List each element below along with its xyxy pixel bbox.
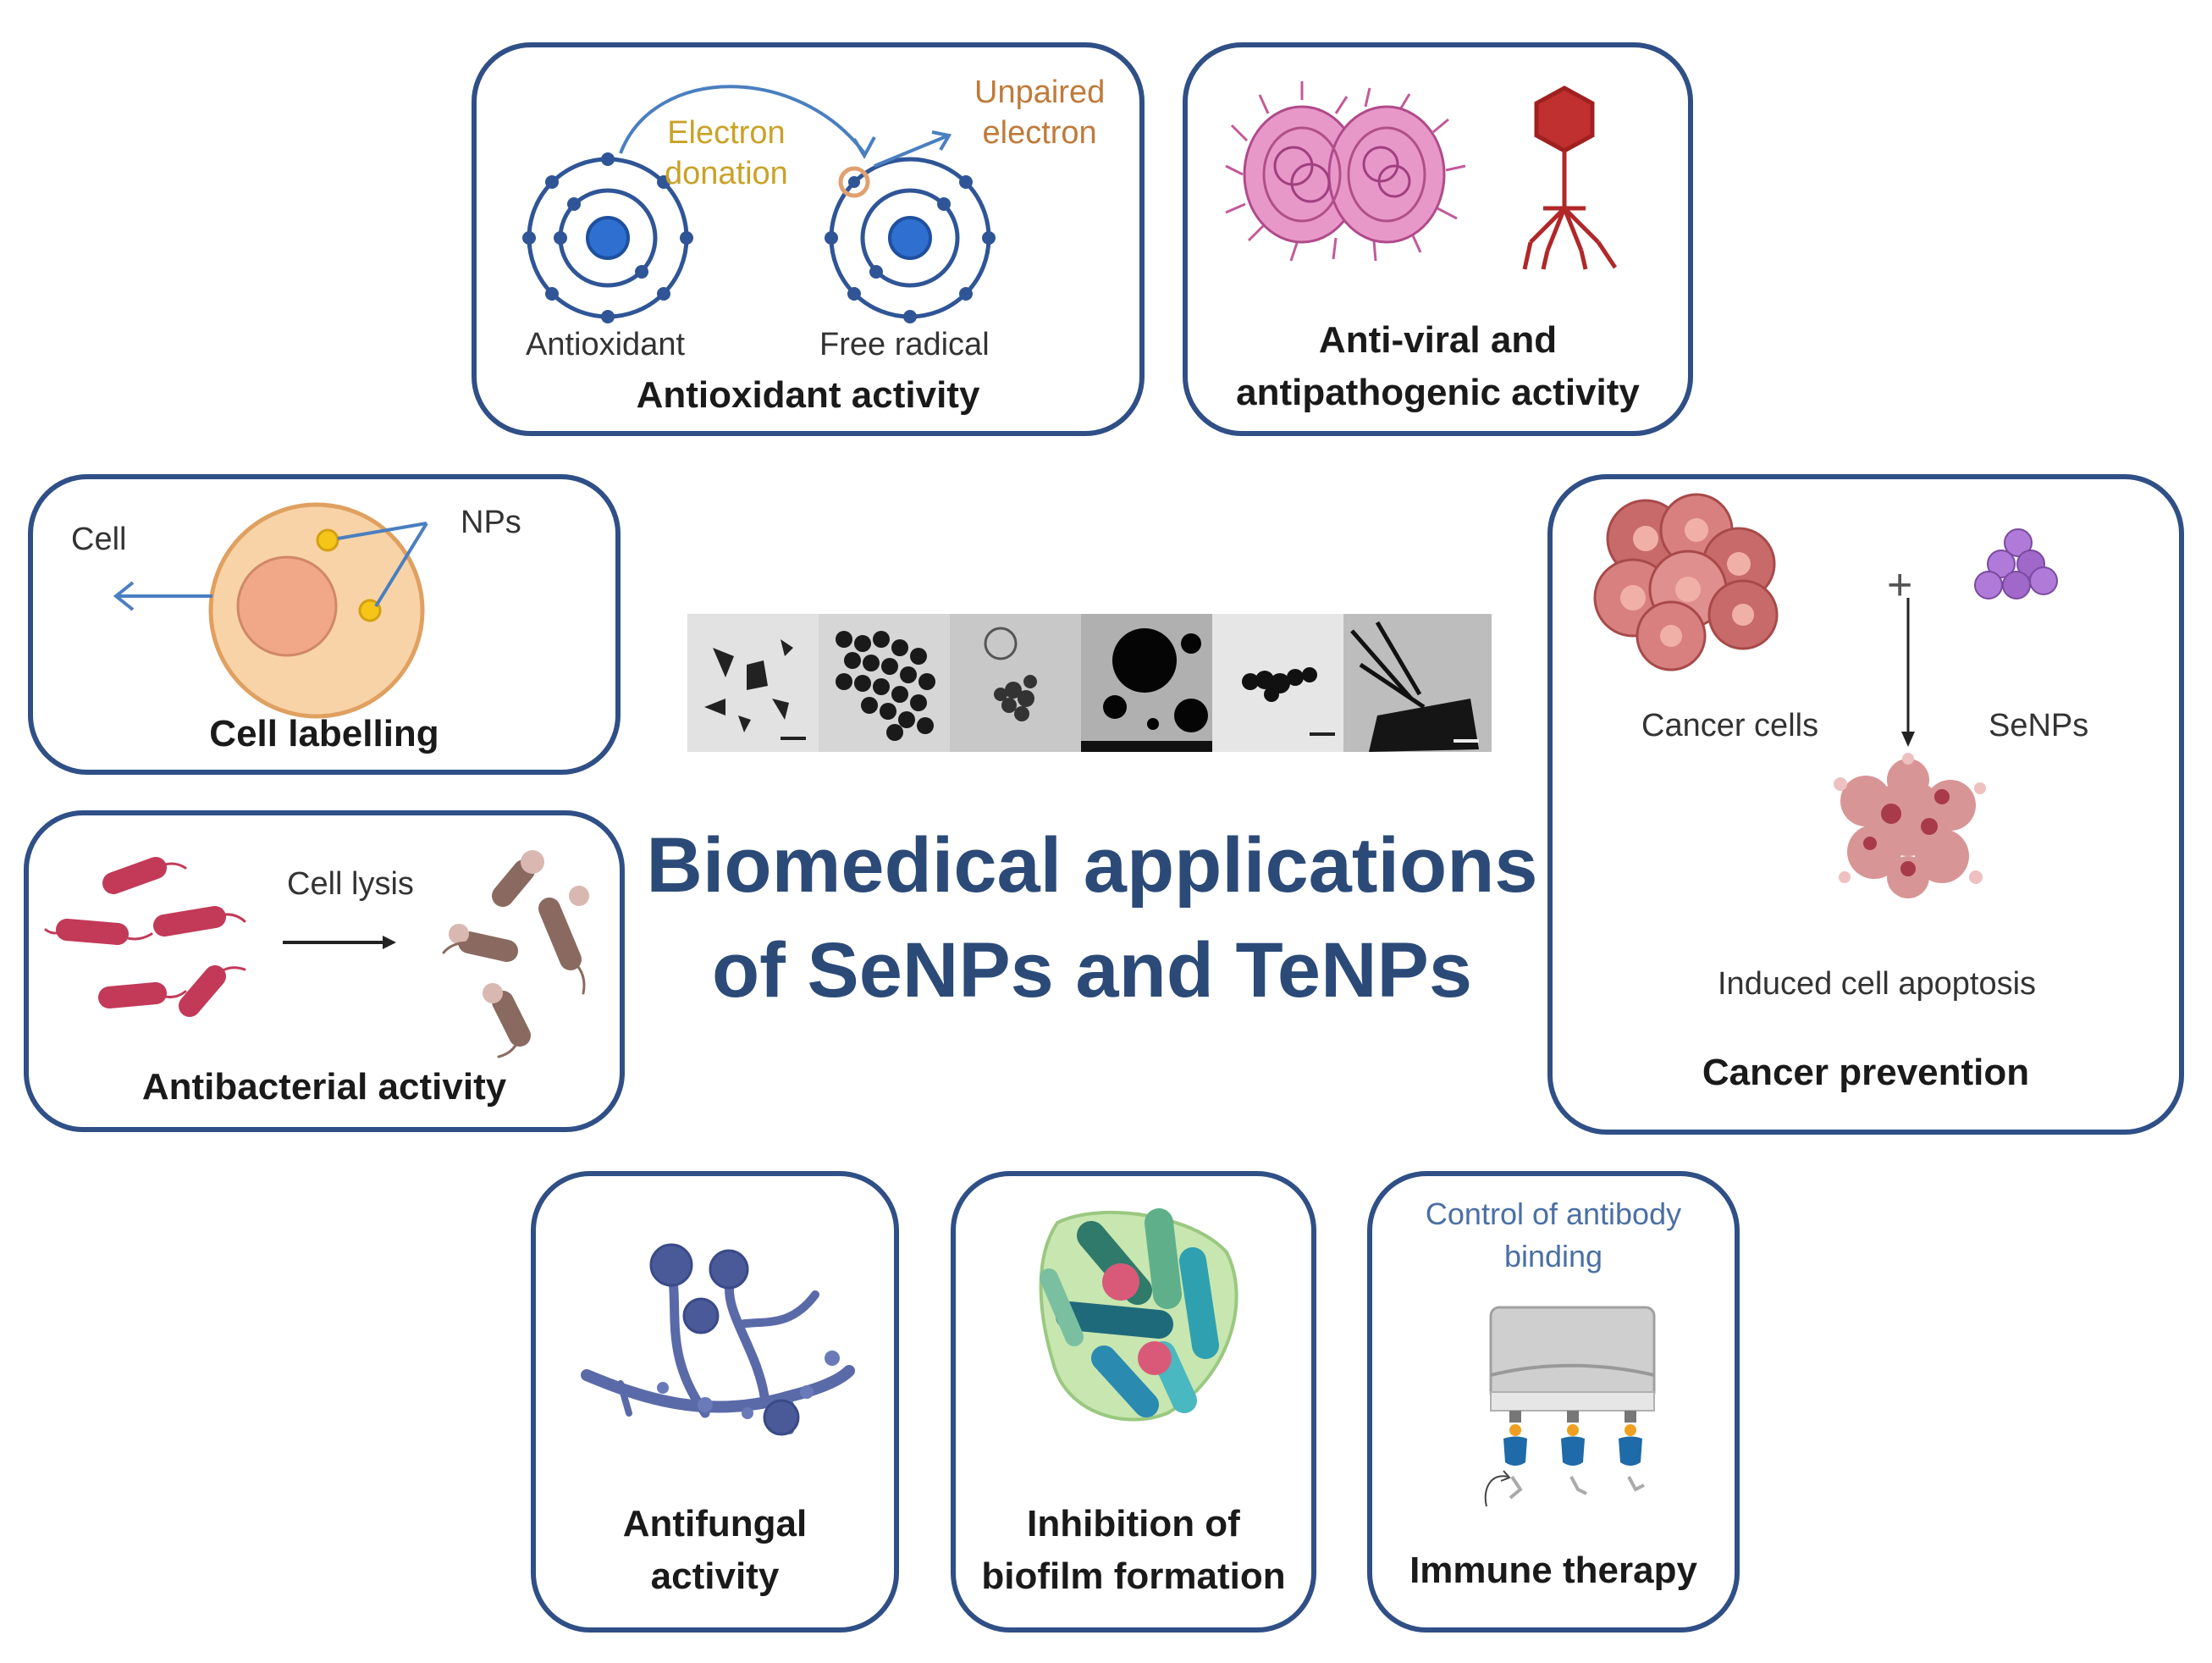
- cancer-prevention-panel: Cancer cells + SeNPs Induced cell apopto…: [1547, 474, 2184, 1135]
- antioxidant-panel: Electron donation Unpaired electron Anti…: [472, 42, 1145, 436]
- tem-image-6: [1343, 614, 1492, 752]
- senps-label: SeNPs: [1989, 708, 2089, 743]
- antiviral-panel: Anti-viral and antipathogenic activity: [1183, 42, 1693, 436]
- cell-label: Cell: [71, 522, 127, 557]
- antiviral-title: Anti-viral and antipathogenic activity: [1236, 319, 1640, 413]
- cell-labelling-panel: Cell NPs Cell labelling: [28, 474, 621, 775]
- lysed-bacteria-icon: [442, 850, 589, 1058]
- surface-icon: [1489, 1306, 1656, 1412]
- main-title: Biomedical applications of SeNPs and TeN…: [646, 822, 1538, 1014]
- electron-donation-label: Electron donation: [665, 115, 788, 191]
- tem-image-5: [1212, 614, 1343, 752]
- biofilm-panel: Inhibition of biofilm formation: [951, 1171, 1316, 1633]
- nanoparticle-icon: [316, 528, 339, 552]
- cell-labelling-illustration: [113, 502, 428, 719]
- nps-pointer-line: [374, 522, 428, 608]
- antifungal-panel: Antifungal activity: [531, 1171, 899, 1633]
- cancer-cells-icon: [1593, 493, 1779, 671]
- tem-image-2: [819, 614, 950, 752]
- free-radical-label: Free radical: [819, 327, 990, 362]
- apoptosis-cells-icon: [1834, 753, 1986, 898]
- antibacterial-panel: Cell lysis Antibacterial activity: [24, 810, 625, 1132]
- cancer-illustration: [1593, 493, 2058, 898]
- antioxidant-atom-icon: [522, 152, 693, 323]
- antifungal-illustration: [581, 1243, 855, 1436]
- antibacterial-illustration: [44, 850, 589, 1058]
- nps-pointer-line: [337, 522, 428, 540]
- immune-illustration: [1484, 1306, 1656, 1507]
- biofilm-illustration: [1039, 1208, 1238, 1422]
- antifungal-title: Antifungal activity: [622, 1503, 808, 1597]
- antioxidant-label: Antioxidant: [526, 327, 686, 362]
- cancer-cells-label: Cancer cells: [1641, 708, 1819, 743]
- antioxidant-title: Antioxidant activity: [636, 374, 980, 416]
- cell-icon: [208, 502, 425, 719]
- nps-label: NPs: [461, 505, 521, 540]
- tem-image-4: [1081, 614, 1212, 752]
- pathogen-cell-icon: [1225, 81, 1466, 262]
- antioxidant-illustration: [522, 85, 996, 323]
- spore-icon: [649, 1243, 800, 1436]
- tem-image-3: [950, 614, 1081, 752]
- cell-labelling-title: Cell labelling: [209, 713, 439, 754]
- cancer-prevention-title: Cancer prevention: [1702, 1052, 2030, 1093]
- bacteriophage-icon: [1522, 86, 1618, 270]
- fungus-icon: [581, 1264, 855, 1434]
- unpaired-electron-label: Unpaired electron: [974, 75, 1106, 151]
- immune-title: Immune therapy: [1409, 1550, 1697, 1591]
- immune-panel: Control of antibody binding Immune thera…: [1367, 1171, 1740, 1633]
- antibody-binding-note: Control of antibody binding: [1425, 1196, 1682, 1274]
- senps-icon: [1974, 528, 2058, 599]
- apoptosis-label: Induced cell apoptosis: [1718, 966, 2037, 1002]
- antiviral-illustration: [1225, 81, 1618, 270]
- cell-lysis-label: Cell lysis: [287, 866, 414, 902]
- tem-image-1: [687, 614, 819, 752]
- free-radical-atom-icon: [825, 157, 996, 323]
- unpaired-arrow: [874, 135, 947, 168]
- antibody-icon: [1484, 1411, 1645, 1507]
- plus-sign: +: [1887, 561, 1913, 610]
- antibacterial-title: Antibacterial activity: [141, 1066, 507, 1108]
- biofilm-title: Inhibition of biofilm formation: [981, 1503, 1286, 1597]
- bacteria-icon: [44, 857, 246, 1017]
- donation-arrow: [619, 85, 866, 155]
